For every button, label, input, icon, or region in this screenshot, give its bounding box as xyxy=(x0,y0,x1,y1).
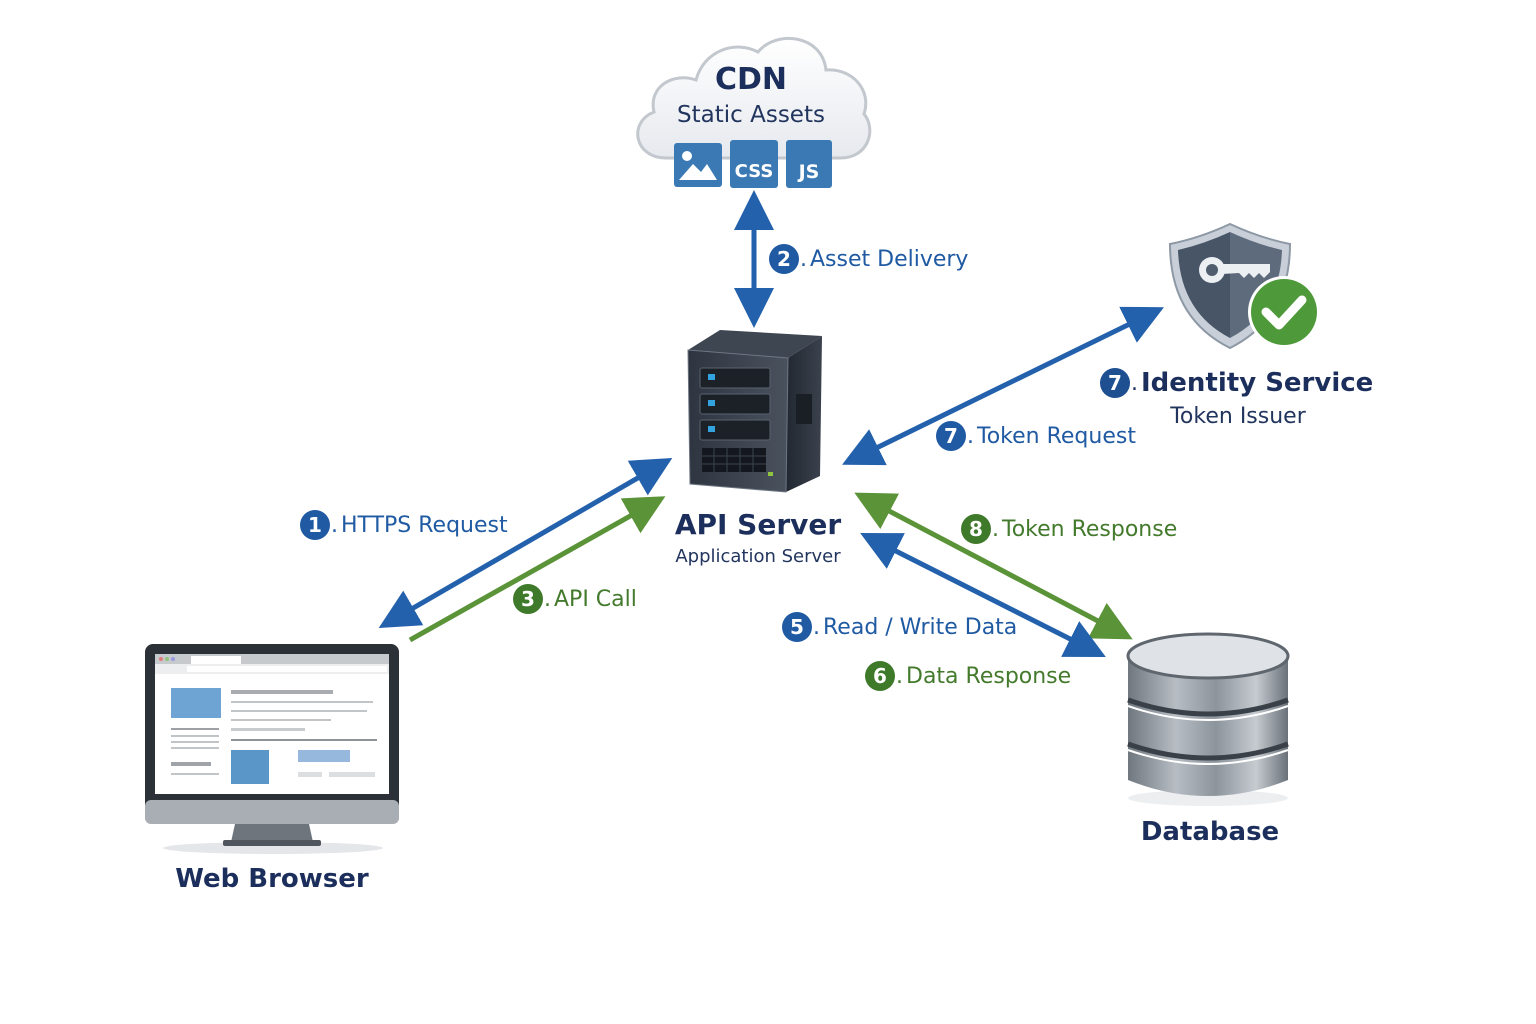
flow-label-read-write: 5. Read / Write Data xyxy=(782,612,1017,642)
css-asset-label: CSS xyxy=(734,161,774,182)
flow-text: Token Response xyxy=(1002,516,1178,542)
database-icon xyxy=(1126,632,1290,806)
monitor-icon xyxy=(145,644,399,854)
flow-label-api-call: 3. API Call xyxy=(513,584,637,614)
api-server-subtitle: Application Server xyxy=(675,546,841,567)
browser-title: Web Browser xyxy=(175,864,369,894)
step-badge: 5 xyxy=(782,612,812,642)
step-badge: 1 xyxy=(300,510,330,540)
step-badge: 7 xyxy=(1100,368,1130,398)
js-asset-label: JS xyxy=(798,161,820,183)
flow-label-token-response: 8. Token Response xyxy=(961,514,1177,544)
step-badge: 8 xyxy=(961,514,991,544)
flow-text: API Call xyxy=(554,586,637,612)
flow-label-https-request: 1. HTTPS Request xyxy=(300,510,508,540)
step-badge: 2 xyxy=(769,244,799,274)
flow-text: Token Request xyxy=(977,423,1136,449)
arrow-api-call xyxy=(408,496,666,643)
flow-text: Asset Delivery xyxy=(810,246,969,272)
server-icon xyxy=(687,330,822,493)
arrow-token-request xyxy=(842,306,1164,466)
cdn-title: CDN xyxy=(714,62,788,97)
flow-text: Read / Write Data xyxy=(823,614,1018,640)
shield-key-icon xyxy=(1168,222,1320,350)
identity-service-heading: 7 . Identity Service xyxy=(1100,368,1373,398)
database-title: Database xyxy=(1140,817,1280,847)
css-asset-icon: CSS xyxy=(730,140,778,188)
identity-title: Identity Service xyxy=(1141,368,1374,398)
check-badge-icon xyxy=(1248,276,1320,348)
arrow-read-write xyxy=(860,532,1106,658)
flow-text: Data Response xyxy=(906,663,1072,689)
arrow-https-request xyxy=(378,457,673,629)
step-badge: 3 xyxy=(513,584,543,614)
cdn-subtitle: Static Assets xyxy=(677,102,825,128)
api-server-title: API Server xyxy=(674,508,842,541)
step-badge: 7 xyxy=(936,421,966,451)
flow-label-data-response: 6. Data Response xyxy=(865,661,1071,691)
step-badge: 6 xyxy=(865,661,895,691)
flow-label-token-request: 7. Token Request xyxy=(936,421,1136,451)
cdn-cloud-icon xyxy=(636,37,872,160)
image-asset-icon xyxy=(674,143,722,187)
identity-subtitle: Token Issuer xyxy=(1170,404,1306,429)
flow-label-asset-delivery: 2. Asset Delivery xyxy=(769,244,968,274)
flow-text: HTTPS Request xyxy=(341,512,508,538)
js-asset-icon: JS xyxy=(786,140,832,188)
